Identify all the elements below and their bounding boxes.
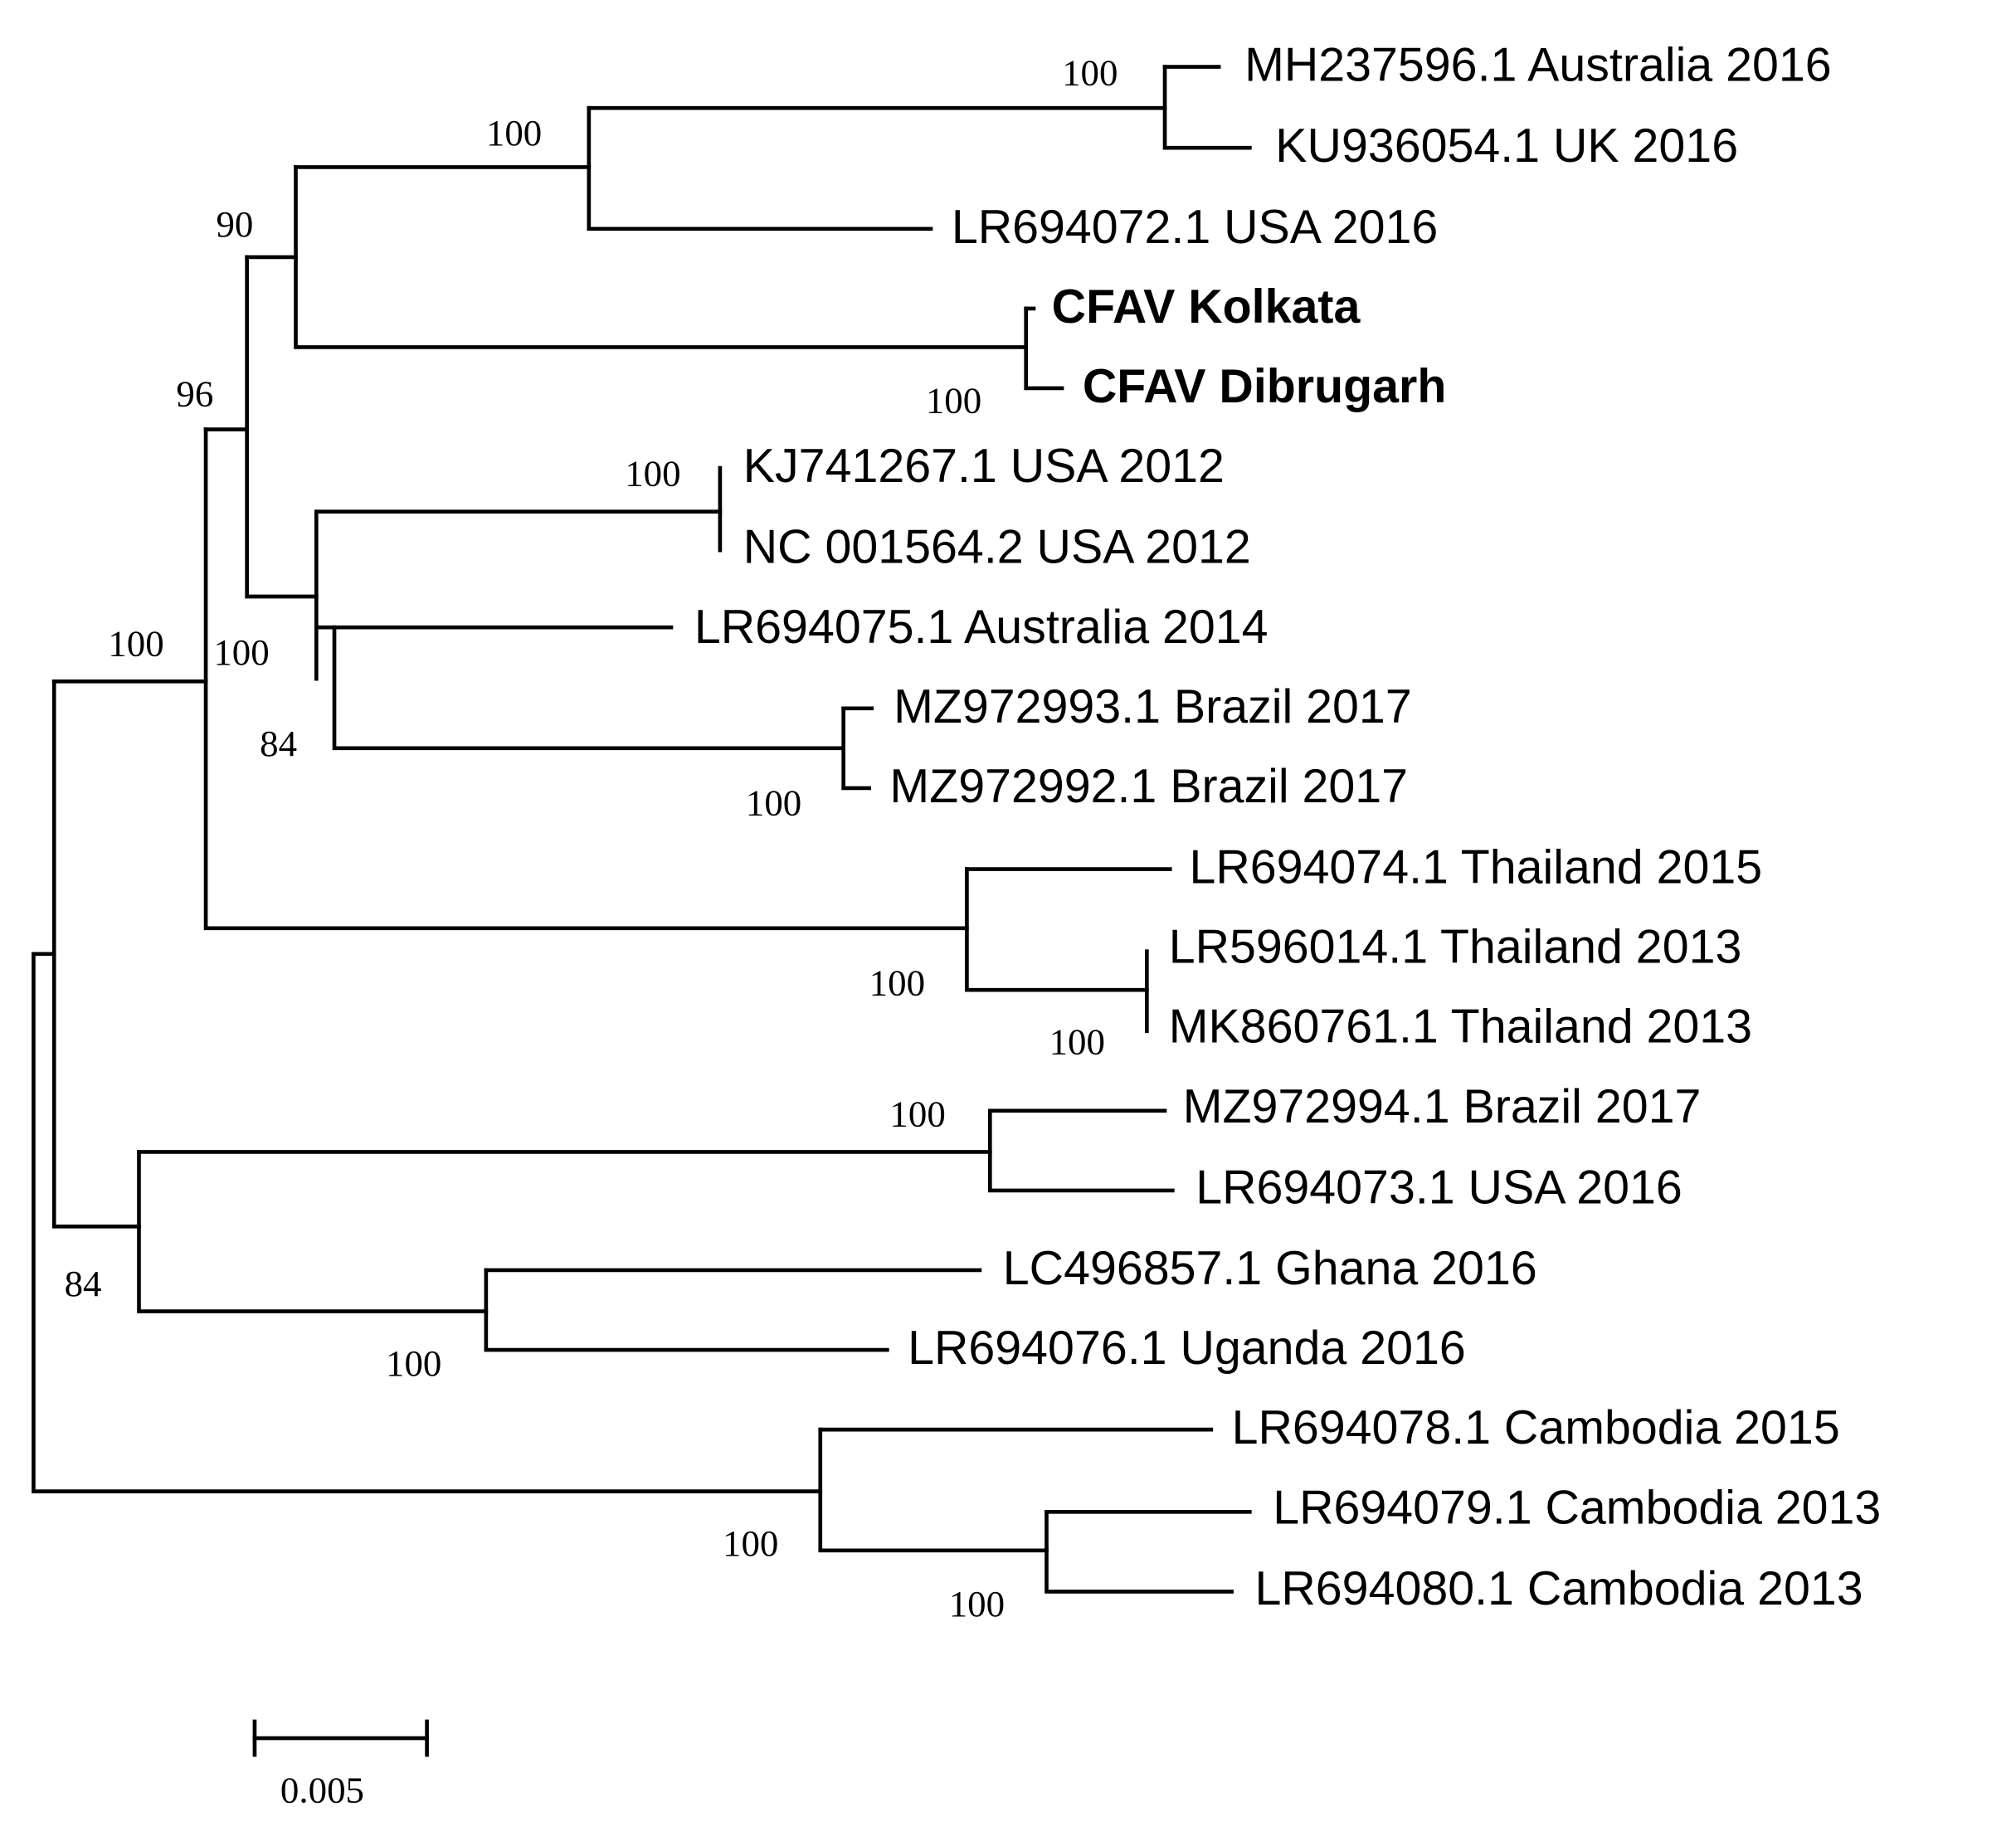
bootstrap-value: 100 [1062, 51, 1118, 93]
bootstrap-value: 100 [926, 379, 981, 421]
bootstrap-value: 100 [746, 782, 801, 823]
bootstrap-value: 100 [386, 1342, 441, 1384]
taxon-label: NC 001564.2 USA 2012 [743, 521, 1251, 574]
taxon-label: KJ741267.1 USA 2012 [743, 440, 1225, 493]
taxon-label: MZ972993.1 Brazil 2017 [894, 680, 1412, 733]
taxon-label-highlighted: CFAV Kolkata [1052, 280, 1361, 334]
bootstrap-value: 100 [213, 631, 269, 673]
bootstrap-value: 100 [723, 1522, 778, 1564]
bootstrap-value: 100 [869, 962, 925, 1003]
taxa-labels: MH237596.1 Australia 2016 KU936054.1 UK … [694, 39, 1881, 1615]
taxon-label-highlighted: CFAV Dibrugarh [1083, 360, 1446, 413]
bootstrap-value: 84 [260, 723, 297, 764]
taxon-label: MK860761.1 Thailand 2013 [1169, 1001, 1752, 1054]
taxon-label: LR694073.1 USA 2016 [1195, 1161, 1682, 1214]
taxon-label: LR694075.1 Australia 2014 [694, 601, 1269, 654]
taxon-label: LR694079.1 Cambodia 2013 [1273, 1481, 1881, 1534]
taxon-label: MH237596.1 Australia 2016 [1244, 39, 1832, 92]
bootstrap-value: 100 [486, 112, 542, 153]
bootstrap-value: 100 [889, 1093, 945, 1134]
taxon-label: LR694080.1 Cambodia 2013 [1255, 1562, 1863, 1615]
scale-bar: 0.005 [252, 1719, 429, 1811]
taxon-label: LR694072.1 USA 2016 [952, 201, 1438, 254]
taxon-label: LR596014.1 Thailand 2013 [1169, 921, 1742, 974]
taxon-label: LR694078.1 Cambodia 2015 [1232, 1401, 1840, 1454]
taxon-label: LC496857.1 Ghana 2016 [1003, 1242, 1537, 1295]
bootstrap-value: 100 [625, 453, 680, 494]
scale-bar-label: 0.005 [280, 1770, 364, 1811]
taxon-label: LR694076.1 Uganda 2016 [908, 1322, 1466, 1375]
bootstrap-value: 100 [949, 1583, 1005, 1624]
tree-branches [32, 65, 1252, 1594]
bootstrap-value: 84 [65, 1263, 102, 1304]
taxon-label: MZ972992.1 Brazil 2017 [889, 760, 1408, 813]
bootstrap-value: 100 [108, 622, 163, 664]
bootstrap-value: 100 [1049, 1021, 1105, 1063]
taxon-label: MZ972994.1 Brazil 2017 [1183, 1080, 1702, 1133]
taxon-label: LR694074.1 Thailand 2015 [1189, 841, 1762, 894]
taxon-label: KU936054.1 UK 2016 [1275, 119, 1738, 173]
bootstrap-values: 100 100 90 100 96 100 100 100 84 100 100… [65, 51, 1118, 1624]
bootstrap-value: 96 [176, 373, 213, 415]
bootstrap-value: 90 [216, 203, 253, 245]
